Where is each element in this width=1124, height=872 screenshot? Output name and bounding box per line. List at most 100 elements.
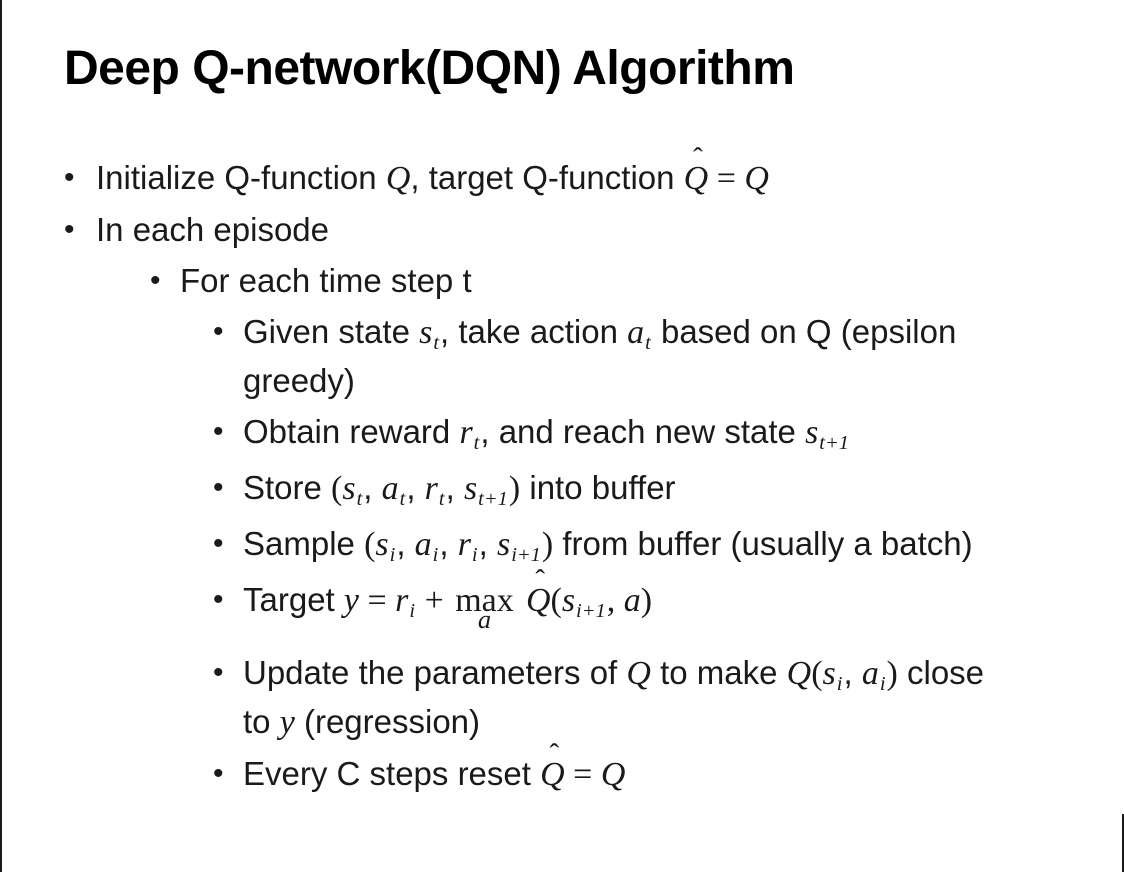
bullet-dot-icon: • [213,527,224,560]
math-operator: ) [541,526,554,563]
bullet-dot-icon: • [64,161,75,194]
text-plain: , [396,525,415,562]
text-plain: Initialize Q-function [96,159,386,196]
bullet-dot-icon: • [213,471,224,504]
slide-border-left [0,0,2,872]
math-subscript: i [471,543,478,566]
text-plain: into buffer [520,469,676,506]
text-plain: , [406,469,425,506]
text-plain: Store [243,469,332,506]
bullet-dot-icon: • [213,757,224,790]
math-subscript: i [879,672,886,695]
math-variable: Q [626,655,651,692]
math-variable: a [623,582,641,619]
bullet-for-each-time-step: •For each time step t [0,259,1124,303]
math-operator: = [358,582,396,619]
text-plain: , [439,525,458,562]
bullet-text: Update the parameters of Q to make Q(si,… [243,651,1096,745]
math-operator: = [708,160,745,197]
math-variable: s [375,526,389,563]
text-plain: , [843,654,862,691]
bullet-update-parameters: • Update the parameters of Q to make Q(si… [0,651,1124,745]
math-subscript: i [432,543,439,566]
text-plain: Every C steps reset [243,755,541,792]
text-plain: In each episode [96,211,330,248]
text-plain: Obtain reward [243,413,460,450]
math-subscript: i+1 [576,599,606,622]
text-plain: , [363,469,382,506]
bullet-text: In each episode [96,208,1096,252]
math-subscript: t [433,331,440,354]
text-plain: based on Q (epsilon [651,313,957,350]
slide-border-right [1122,814,1124,872]
math-variable: a [861,655,879,692]
math-variable: y [279,704,295,741]
bullet-dot-icon: • [213,583,224,616]
math-variable: s [463,470,478,507]
math-operator: , [606,582,624,619]
bullet-sample-buffer: •Sample (si, ai, ri, si+1) from buffer (… [0,522,1124,571]
bullet-dot-icon: • [150,264,161,297]
math-variable: r [459,414,473,451]
math-variable: r [395,582,409,619]
text-plain [517,581,526,618]
math-operator: ( [811,655,823,692]
text-plain: to [243,703,280,740]
bullet-dot-icon: • [213,656,224,689]
bullet-text: Initialize Q-function Q , target Q-functi… [96,142,1096,201]
math-subscript: i+1 [511,543,541,566]
math-subscript: t [645,331,651,354]
math-operator: ) [640,582,653,619]
hat-accent: ˆ [535,564,545,596]
math-subscript: t [473,431,480,454]
text-plain: close [897,654,985,691]
math-variable: a [414,526,432,563]
text-plain: Target [243,581,344,618]
bullet-list: • Initialize Q-function Q , target Q-funct… [0,142,1124,797]
math-variable: s [419,314,433,351]
math-operator: ( [550,582,562,619]
math-variable: r [424,470,438,507]
text-plain: , [478,525,497,562]
math-subscript: i [836,672,843,695]
bullet-store-buffer: •Store (st, at, rt, st+1) into buffer [0,466,1124,515]
math-operator: + [416,582,453,619]
bullet-text: Obtain reward rt, and reach new state st… [243,410,1096,459]
bullet-dot-icon: • [213,315,224,348]
text-plain: from buffer (usually a batch) [553,525,973,562]
math-subscript: t [438,487,445,510]
math-variable: Q [600,756,626,793]
bullet-dot-icon: • [64,213,75,246]
math-variable: r [457,526,471,563]
math-variable: a [381,470,399,507]
math-variable: s [805,414,819,451]
bullet-text: Store (st, at, rt, st+1) into buffer [243,466,1096,515]
text-plain: greedy) [243,362,355,399]
math-subscript: t+1 [478,487,508,510]
math-variable: Q [744,160,769,197]
math-operator: ( [364,526,376,563]
math-variable: a [627,314,645,351]
math-subscript: t [399,487,406,510]
math-operator: ( [331,470,343,507]
math-operator: ) [508,470,521,507]
math-operator: = [564,756,601,793]
text-plain: to make [650,654,787,691]
bullet-in-each-episode: • In each episode [0,208,1124,252]
text-plain: , target Q-function [410,159,684,196]
math-variable: Q [786,655,812,692]
bullet-text: Given state st, take action at based on … [243,310,1096,403]
math-subscript: i [409,599,416,622]
text-plain: (regression) [294,703,481,740]
math-variable: y [343,582,359,619]
hat-accent: ˆ [549,738,560,770]
max-underscript: a [477,603,492,634]
math-subscript: i [389,543,396,566]
math-variable: s [822,655,836,692]
math-variable: s [561,582,576,619]
